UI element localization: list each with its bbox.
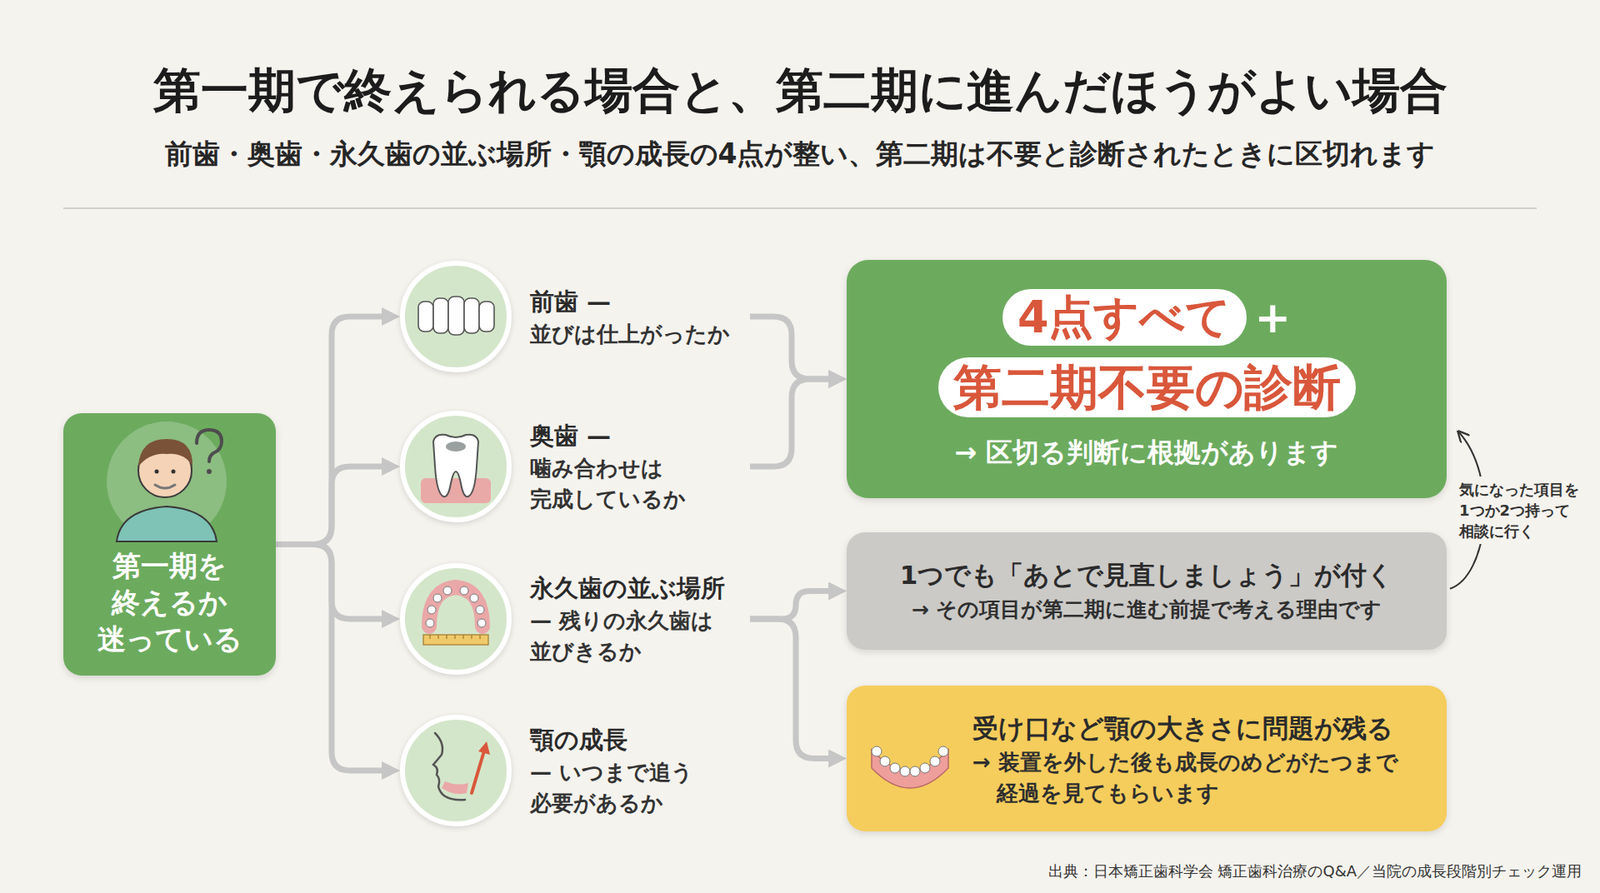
item-heading: 奥歯 — — [530, 418, 750, 454]
source-note: 出典：日本矯正歯科学会 矯正歯科治療のQ&A／当院の成長段階別チェック運用 — [1048, 861, 1582, 882]
icon-circle — [400, 715, 512, 827]
item-text: 前歯 —並びは仕上がったか — [530, 260, 750, 373]
box-text: → その項目が第二期に進む前提で考える理由です — [911, 593, 1383, 627]
result-box: 4点すべて+ 第二期不要の診断 → 区切る判断に根拠があります — [846, 260, 1447, 499]
check-item: 奥歯 —噛み合わせは 完成しているか — [400, 410, 750, 523]
flow-arrow — [275, 466, 389, 545]
edge-label: 気になった項目を 1つか2つ持って 相談に行く — [1459, 476, 1585, 545]
item-body: 噛み合わせは 完成しているか — [530, 453, 750, 515]
icon-circle — [400, 563, 512, 675]
box-label: 第一期を 終えるか 迷っている — [78, 547, 262, 658]
flow-arrow — [750, 316, 835, 380]
molar-icon — [420, 435, 491, 504]
person-icon — [106, 421, 227, 542]
item-text: 奥歯 —噛み合わせは 完成しているか — [530, 410, 750, 523]
icon-circle — [400, 410, 512, 523]
start-box: 第一期を 終えるか 迷っている — [63, 413, 276, 676]
denture-icon — [871, 746, 949, 789]
item-text: 永久歯の並ぶ場所— 残りの永久歯は 並びきるか — [530, 563, 750, 675]
flow-arrow — [750, 591, 835, 620]
diagram-subtitle: 前歯・奥歯・永久歯の並ぶ場所・顎の成長の4点が整い、第二期は不要と診断されたとき… — [0, 137, 1600, 171]
box-text: 4点すべて — [1002, 289, 1247, 346]
box-text: → 区切る判断に根拠があります — [955, 435, 1340, 470]
item-text: 顎の成長— いつまで追う 必要があるか — [530, 715, 750, 827]
flow-arrow — [275, 316, 389, 545]
text-row: 受け口など顎の大きさに問題が残る — [972, 709, 1394, 748]
check-item: 前歯 —並びは仕上がったか — [400, 260, 750, 373]
text-row: → 装置を外した後も成長のめどがたつまで 経過を見てもらいます — [972, 747, 1448, 810]
dental-arch-icon — [423, 586, 489, 645]
item-heading: 前歯 — — [530, 284, 750, 320]
flow-arrow — [275, 545, 389, 772]
diagram-title: 第一期で終えられる場合と、第二期に進んだほうがよい場合 — [0, 61, 1600, 119]
check-item: 永久歯の並ぶ場所— 残りの永久歯は 並びきるか — [400, 563, 750, 675]
front-teeth-icon — [418, 296, 495, 335]
flow-arrow — [750, 619, 835, 760]
item-body: — 残りの永久歯は 並びきるか — [530, 605, 750, 668]
result-box: 1つでも「あとで見直しましょう」が付く→ その項目が第二期に進む前提で考える理由… — [846, 532, 1447, 650]
result-box: 受け口など顎の大きさに問題が残る→ 装置を外した後も成長のめどがたつまで 経過を… — [846, 685, 1447, 832]
text-row: 4点すべて+ — [1002, 289, 1291, 346]
box-text: 受け口など顎の大きさに問題が残る — [972, 709, 1394, 748]
divider-line — [63, 207, 1537, 210]
text-row: 第二期不要の診断 — [938, 345, 1356, 419]
text-row: 1つでも「あとで見直しましょう」が付く — [900, 556, 1395, 594]
box-text: → 装置を外した後も成長のめどがたつまで 経過を見てもらいます — [972, 747, 1448, 810]
box-text: 第二期不要の診断 — [938, 357, 1356, 419]
item-body: 並びは仕上がったか — [530, 319, 750, 350]
check-item: 顎の成長— いつまで追う 必要があるか — [400, 715, 750, 827]
box-text: + — [1255, 291, 1292, 344]
text-row: → 区切る判断に根拠があります — [955, 417, 1340, 470]
flow-arrow — [750, 379, 835, 467]
item-heading: 顎の成長 — [530, 722, 750, 758]
jaw-growth-icon — [433, 733, 490, 800]
text-row: → その項目が第二期に進む前提で考える理由です — [911, 593, 1383, 627]
icon-circle — [400, 260, 512, 373]
box-text: 1つでも「あとで見直しましょう」が付く — [900, 556, 1395, 594]
item-body: — いつまで追う 必要があるか — [530, 757, 750, 820]
item-heading: 永久歯の並ぶ場所 — [530, 570, 750, 606]
